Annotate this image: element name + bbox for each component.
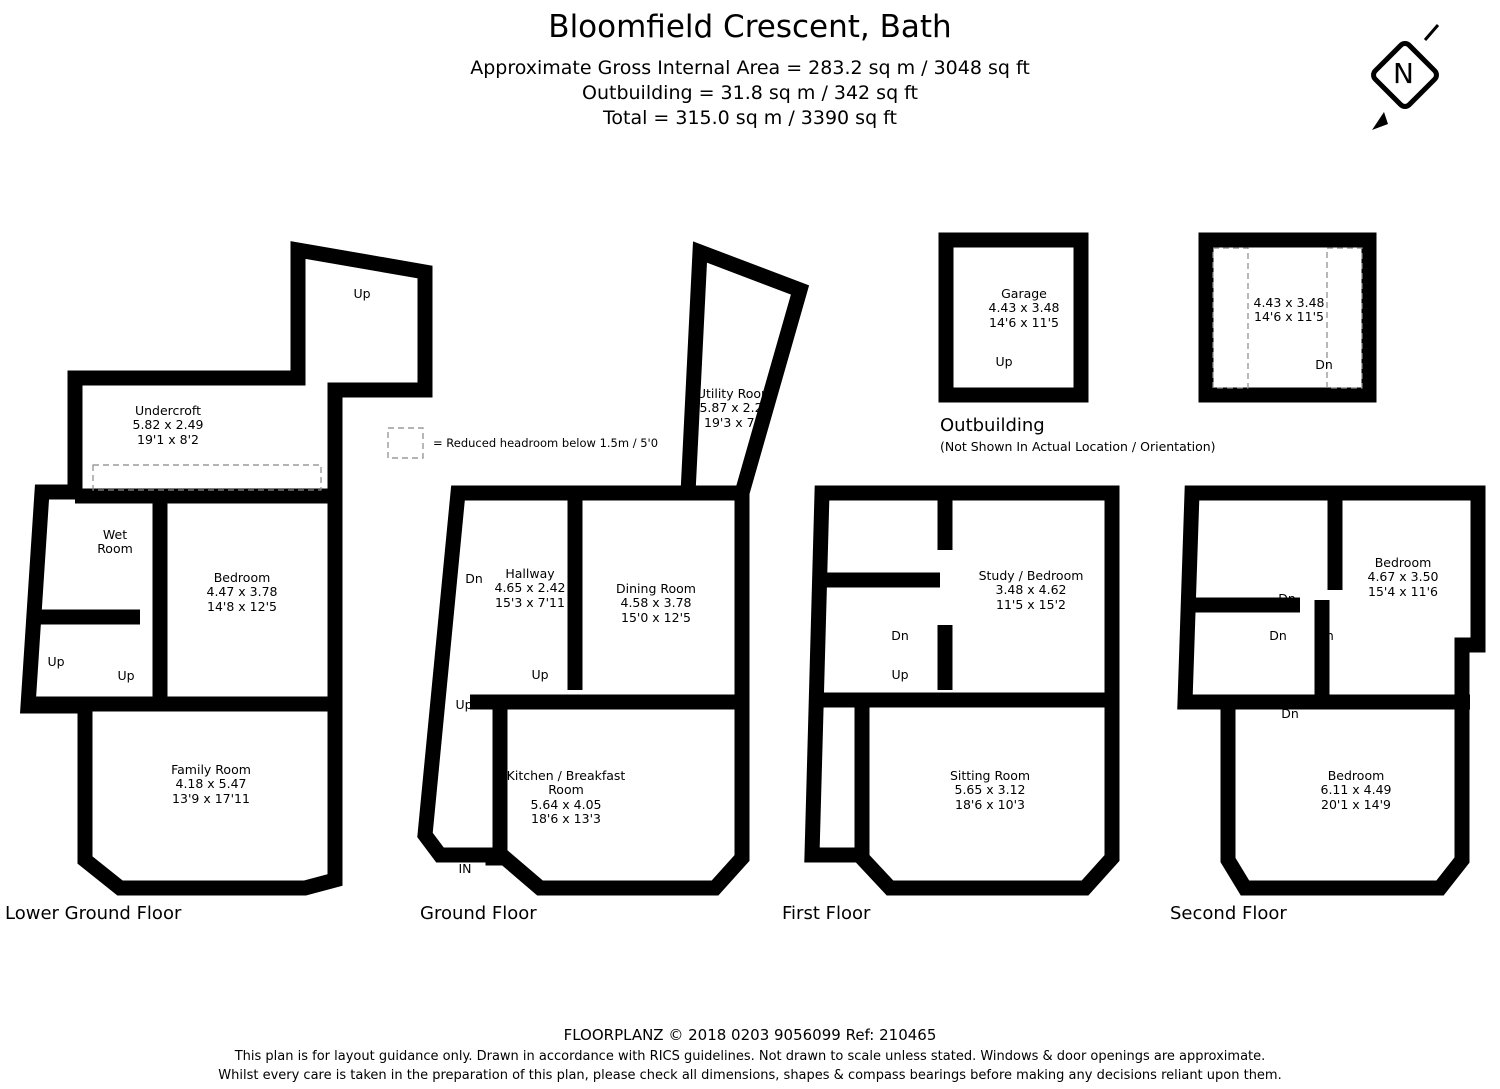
lower-ground-walls [19, 241, 433, 896]
total-area: Total = 315.0 sq m / 3390 sq ft [603, 107, 897, 129]
compass-letter: N [1393, 57, 1414, 90]
stair-label: Dn [1315, 357, 1333, 372]
lower-ground-interior-walls [28, 488, 335, 712]
stair-label: Dn [1269, 628, 1287, 643]
compass-icon [1371, 41, 1439, 109]
stair-label: Dn [1316, 628, 1334, 643]
first-floor-walls [804, 485, 1120, 896]
stair-label: Up [891, 667, 909, 682]
floor-label-second: Second Floor [1170, 903, 1287, 924]
entrance-label: IN [458, 861, 472, 876]
footer-disclaimer-2: Whilst every care is taken in the prepar… [218, 1068, 1282, 1083]
gross-area: Approximate Gross Internal Area = 283.2 … [470, 57, 1030, 79]
stair-label: Dn [1278, 591, 1296, 606]
ground-floor-walls [417, 241, 810, 896]
floor-label-first: First Floor [782, 903, 871, 924]
footer-disclaimer-1: This plan is for layout guidance only. D… [234, 1049, 1266, 1064]
stair-label: Up [353, 286, 371, 301]
stair-label: Up [995, 354, 1013, 369]
room-wet-room: Wet Room [97, 527, 133, 557]
stair-label: Dn [891, 628, 909, 643]
stair-label: Up [47, 654, 65, 669]
stair-label: Up [117, 668, 135, 683]
stair-label: Dn [188, 696, 206, 711]
reduced-headroom-legend: = Reduced headroom below 1.5m / 5'0 [433, 436, 659, 450]
garage-walls [938, 232, 1089, 403]
floor-label-ground: Ground Floor [420, 903, 537, 924]
reduced-headroom-legend-swatch [387, 427, 424, 459]
stair-label: Up [531, 667, 549, 682]
stair-label: Dn [465, 571, 483, 586]
stair-label: Up [455, 697, 473, 712]
outbuilding-note: (Not Shown In Actual Location / Orientat… [940, 439, 1216, 454]
first-floor-interior-walls [822, 493, 1112, 855]
stair-label: Dn [123, 696, 141, 711]
stair-label: Dn [1281, 706, 1299, 721]
footer-credit: FLOORPLANZ © 2018 0203 9056099 Ref: 2104… [563, 1026, 937, 1044]
page-title: Bloomfield Crescent, Bath [548, 9, 952, 45]
outbuilding-label: Outbuilding [940, 415, 1045, 436]
floor-label-lower-ground: Lower Ground Floor [5, 903, 182, 924]
garage-upper-walls [1198, 232, 1377, 403]
ground-floor-interior-walls [470, 485, 742, 855]
outbuilding-area: Outbuilding = 31.8 sq m / 342 sq ft [582, 82, 918, 104]
second-floor-interior-walls [1185, 493, 1470, 710]
